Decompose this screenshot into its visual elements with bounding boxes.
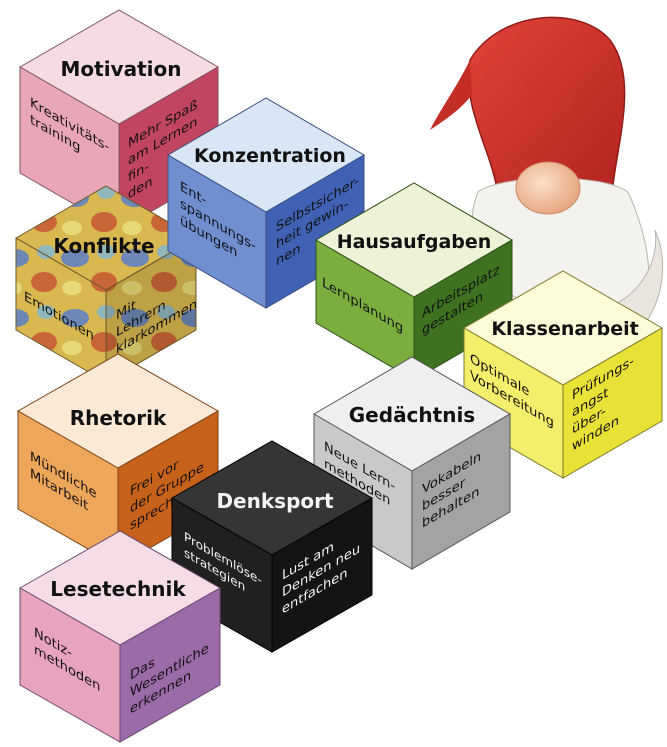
cube-rhetorik: Rhetorik MündlicheMitarbeit Frei vorder … [16, 353, 220, 567]
cube-gedaechtnis: Gedächtnis Neue Lern-methoden Vokabelnbe… [313, 356, 511, 570]
cube-konflikte-title: Konflikte [53, 234, 154, 258]
cube-denksport-right [271, 497, 373, 653]
cube-motivation: Motivation Kreativitäts-training Mehr Sp… [18, 9, 220, 231]
cube-hausaufgaben-title: Hausaufgaben [337, 231, 492, 253]
cube-lesetechnik: Lesetechnik Notiz-methoden DasWesentlich… [18, 530, 222, 743]
cube-hausaufgaben: Hausaufgaben Lernplanung Arbeitsplatzges… [315, 182, 513, 381]
cube-lesetechnik-title: Lesetechnik [50, 577, 186, 601]
cube-lesetechnik-right [119, 587, 221, 743]
cube-konflikte-right [105, 237, 197, 383]
cube-gedaechtnis-right [411, 413, 511, 570]
gnome-illustration [430, 16, 664, 331]
cube-konflikte: Konflikte Emotionen MitLehrernklarkommen [15, 185, 197, 383]
cube-rhetorik-title: Rhetorik [70, 406, 167, 430]
cube-klassenarbeit-right [562, 327, 663, 479]
cube-klassenarbeit: Klassenarbeit OptimaleVorbereitung Prüfu… [462, 270, 664, 479]
cube-gedaechtnis-title: Gedächtnis [349, 403, 475, 427]
cube-klassenarbeit-title: Klassenarbeit [491, 318, 638, 340]
cube-motivation-title: Motivation [61, 57, 182, 81]
cube-denksport: Denksport Problemlöse-strategien Lust am… [170, 440, 374, 653]
cube-konzentration: Konzentration Ent-spannungs-übungen Selb… [167, 97, 365, 309]
cube-denksport-title: Denksport [216, 489, 334, 513]
cube-konzentration-title: Konzentration [194, 145, 346, 167]
